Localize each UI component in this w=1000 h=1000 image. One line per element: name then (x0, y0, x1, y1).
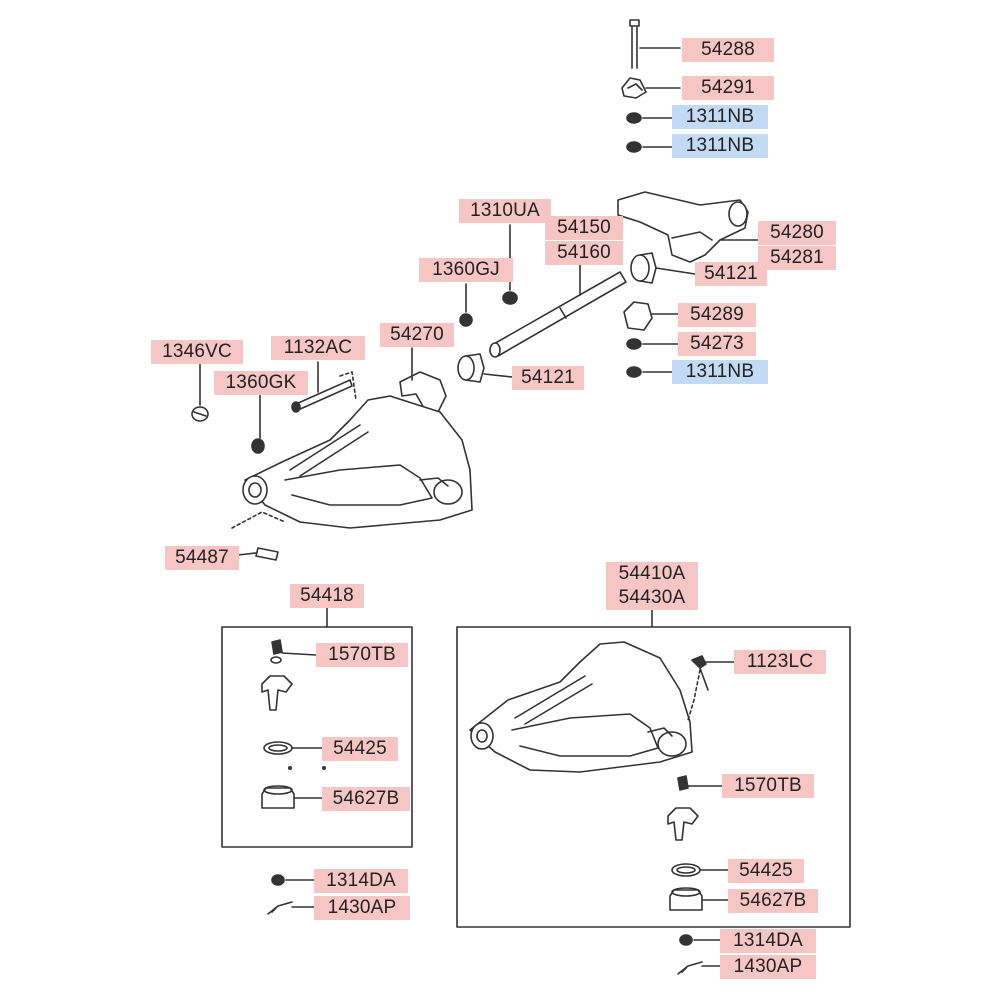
cotter-pin-icon (267, 901, 293, 915)
bolt-icon (687, 655, 709, 721)
nut-icon (191, 406, 209, 422)
nut-icon (251, 438, 265, 454)
part-label-54273[interactable]: 54273 (678, 332, 756, 356)
part-label-54418[interactable]: 54418 (290, 584, 364, 608)
bolt-icon (291, 379, 353, 413)
bracket-icon (617, 191, 749, 263)
part-label-1430ap-left[interactable]: 1430AP (314, 896, 410, 920)
part-label-1311nb-a[interactable]: 1311NB (672, 105, 768, 129)
part-label-1570tb-right[interactable]: 1570TB (722, 774, 814, 798)
part-label-1430ap-right[interactable]: 1430AP (720, 955, 816, 979)
part-label-54289[interactable]: 54289 (678, 303, 756, 327)
part-label-1360gj[interactable]: 1360GJ (419, 258, 513, 282)
part-label-54410a[interactable]: 54410A (606, 562, 698, 586)
boot-icon (261, 785, 295, 809)
part-label-54627b-right[interactable]: 54627B (728, 889, 818, 913)
bushing-icon (457, 353, 485, 383)
cotter-pin-icon (677, 961, 703, 975)
washer-icon (621, 77, 647, 99)
control-arm-icon (242, 395, 473, 529)
bolt-icon (255, 547, 279, 561)
part-label-54281[interactable]: 54281 (758, 246, 836, 270)
kit-box-left (221, 626, 413, 848)
part-label-54280[interactable]: 54280 (758, 221, 836, 245)
nut-icon (271, 874, 285, 886)
part-label-54291[interactable]: 54291 (682, 76, 774, 100)
part-label-54627b-left[interactable]: 54627B (322, 787, 410, 811)
part-label-1123lc[interactable]: 1123LC (734, 650, 826, 674)
nut-icon (626, 141, 642, 153)
part-label-1311nb-b[interactable]: 1311NB (672, 134, 768, 158)
ball-joint-icon (261, 639, 293, 711)
part-label-54150[interactable]: 54150 (545, 216, 623, 240)
kit-box-right (456, 626, 851, 928)
part-label-54425-left[interactable]: 54425 (322, 737, 398, 761)
nut-icon (459, 313, 473, 327)
part-label-1311nb-c[interactable]: 1311NB (672, 360, 768, 384)
nut-icon (679, 934, 693, 946)
part-label-54121-a[interactable]: 54121 (695, 262, 767, 286)
part-label-1570tb-left[interactable]: 1570TB (316, 643, 408, 667)
ring-icon (263, 741, 293, 755)
part-label-54270[interactable]: 54270 (380, 323, 454, 347)
part-label-54425-right[interactable]: 54425 (728, 859, 804, 883)
long-bolt-icon (629, 19, 640, 69)
part-label-54288[interactable]: 54288 (682, 38, 774, 62)
nut-icon (626, 112, 642, 124)
part-label-1360gk[interactable]: 1360GK (214, 371, 308, 395)
part-label-1314da-left[interactable]: 1314DA (314, 869, 408, 893)
nut-icon (626, 366, 642, 378)
shaft-icon (489, 271, 627, 358)
control-arm-icon (469, 641, 693, 773)
boot-icon (669, 887, 703, 911)
part-label-1346vc[interactable]: 1346VC (151, 340, 243, 364)
part-label-54160[interactable]: 54160 (545, 241, 623, 265)
ball-joint-icon (667, 775, 699, 841)
part-label-54487[interactable]: 54487 (165, 546, 239, 570)
nut-icon (626, 338, 642, 350)
part-label-54121-b[interactable]: 54121 (512, 366, 584, 390)
part-label-1132ac[interactable]: 1132AC (271, 336, 365, 360)
part-label-1314da-right[interactable]: 1314DA (720, 929, 816, 953)
part-label-54430a[interactable]: 54430A (606, 586, 698, 610)
part-label-1310ua[interactable]: 1310UA (459, 199, 551, 223)
bushing-icon (630, 252, 657, 284)
nut-icon (502, 291, 518, 305)
ring-icon (671, 863, 701, 877)
cap-icon (623, 301, 653, 331)
